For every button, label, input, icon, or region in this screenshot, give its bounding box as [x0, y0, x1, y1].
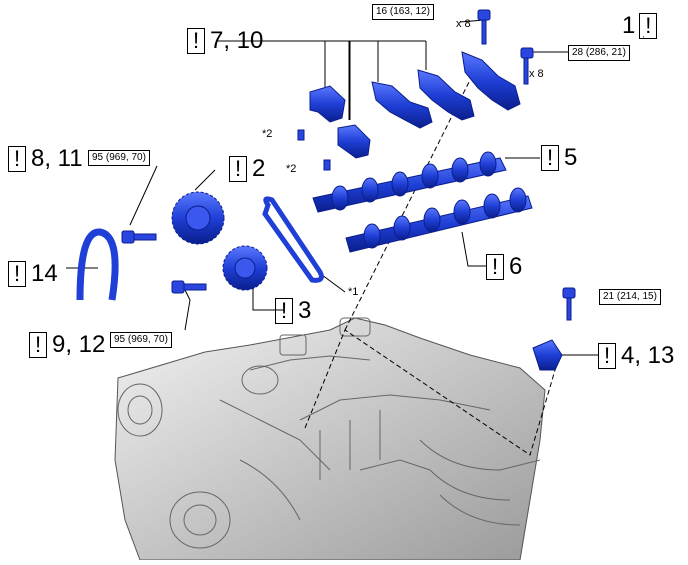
leader-lines [66, 19, 644, 356]
sprockets [171, 191, 268, 291]
chain-guide [76, 228, 119, 301]
caution-icon: ! [639, 13, 658, 39]
callout-1: 1 ! [622, 12, 658, 39]
caution-icon: ! [598, 343, 616, 369]
callout-number: 6 [509, 253, 523, 280]
callout-6: ! 6 [486, 254, 522, 280]
caution-icon: ! [187, 28, 205, 54]
caution-icon: ! [8, 146, 26, 172]
callout-number: 4, 13 [621, 342, 675, 369]
callout-2: ! 2 [229, 156, 265, 182]
callout-number: 9, 12 [52, 331, 106, 358]
quantity-housing-bolt: x 8 [529, 68, 544, 80]
torque-sprocket-bolt-upper: 95 (969, 70) [88, 150, 150, 166]
note-1: *1 [348, 286, 359, 298]
cam-position-sensor [532, 339, 563, 371]
callout-number: 7, 10 [210, 27, 264, 54]
callout-8-11: ! 8, 11 [8, 146, 83, 172]
callout-number: 5 [564, 144, 578, 171]
torque-sensor-bolt: 21 (214, 15) [599, 289, 661, 305]
callout-14: ! 14 [8, 261, 58, 287]
callout-4-13: ! 4, 13 [598, 343, 674, 369]
camshaft-caps [309, 51, 521, 159]
guide-lines [304, 79, 559, 456]
engine-block [114, 317, 546, 561]
callout-number: 2 [252, 155, 266, 182]
camshafts [312, 151, 533, 253]
callout-number: 3 [298, 297, 312, 324]
caution-icon: ! [486, 254, 504, 280]
callout-number: 8, 11 [31, 145, 83, 172]
caution-icon: ! [229, 156, 247, 182]
note-2-upper: *2 [262, 128, 273, 140]
callout-number: 14 [31, 260, 58, 287]
timing-chain [262, 196, 324, 283]
callout-3: ! 3 [275, 298, 311, 324]
callout-5: ! 5 [541, 145, 577, 171]
torque-cap-bolt: 16 (163, 12) [372, 4, 434, 20]
note-2-lower: *2 [286, 163, 297, 175]
torque-sprocket-bolt-lower: 95 (969, 70) [110, 332, 172, 348]
caution-icon: ! [275, 298, 293, 324]
callout-number: 1 [622, 12, 636, 39]
callout-7-10: ! 7, 10 [187, 28, 263, 54]
torque-housing-bolt: 28 (286, 21) [568, 45, 630, 61]
caution-icon: ! [541, 145, 559, 171]
caution-icon: ! [29, 332, 47, 358]
bolts [121, 9, 576, 321]
caution-icon: ! [8, 261, 26, 287]
callout-9-12: ! 9, 12 [29, 332, 105, 358]
quantity-cap-bolt: x 8 [456, 18, 471, 30]
